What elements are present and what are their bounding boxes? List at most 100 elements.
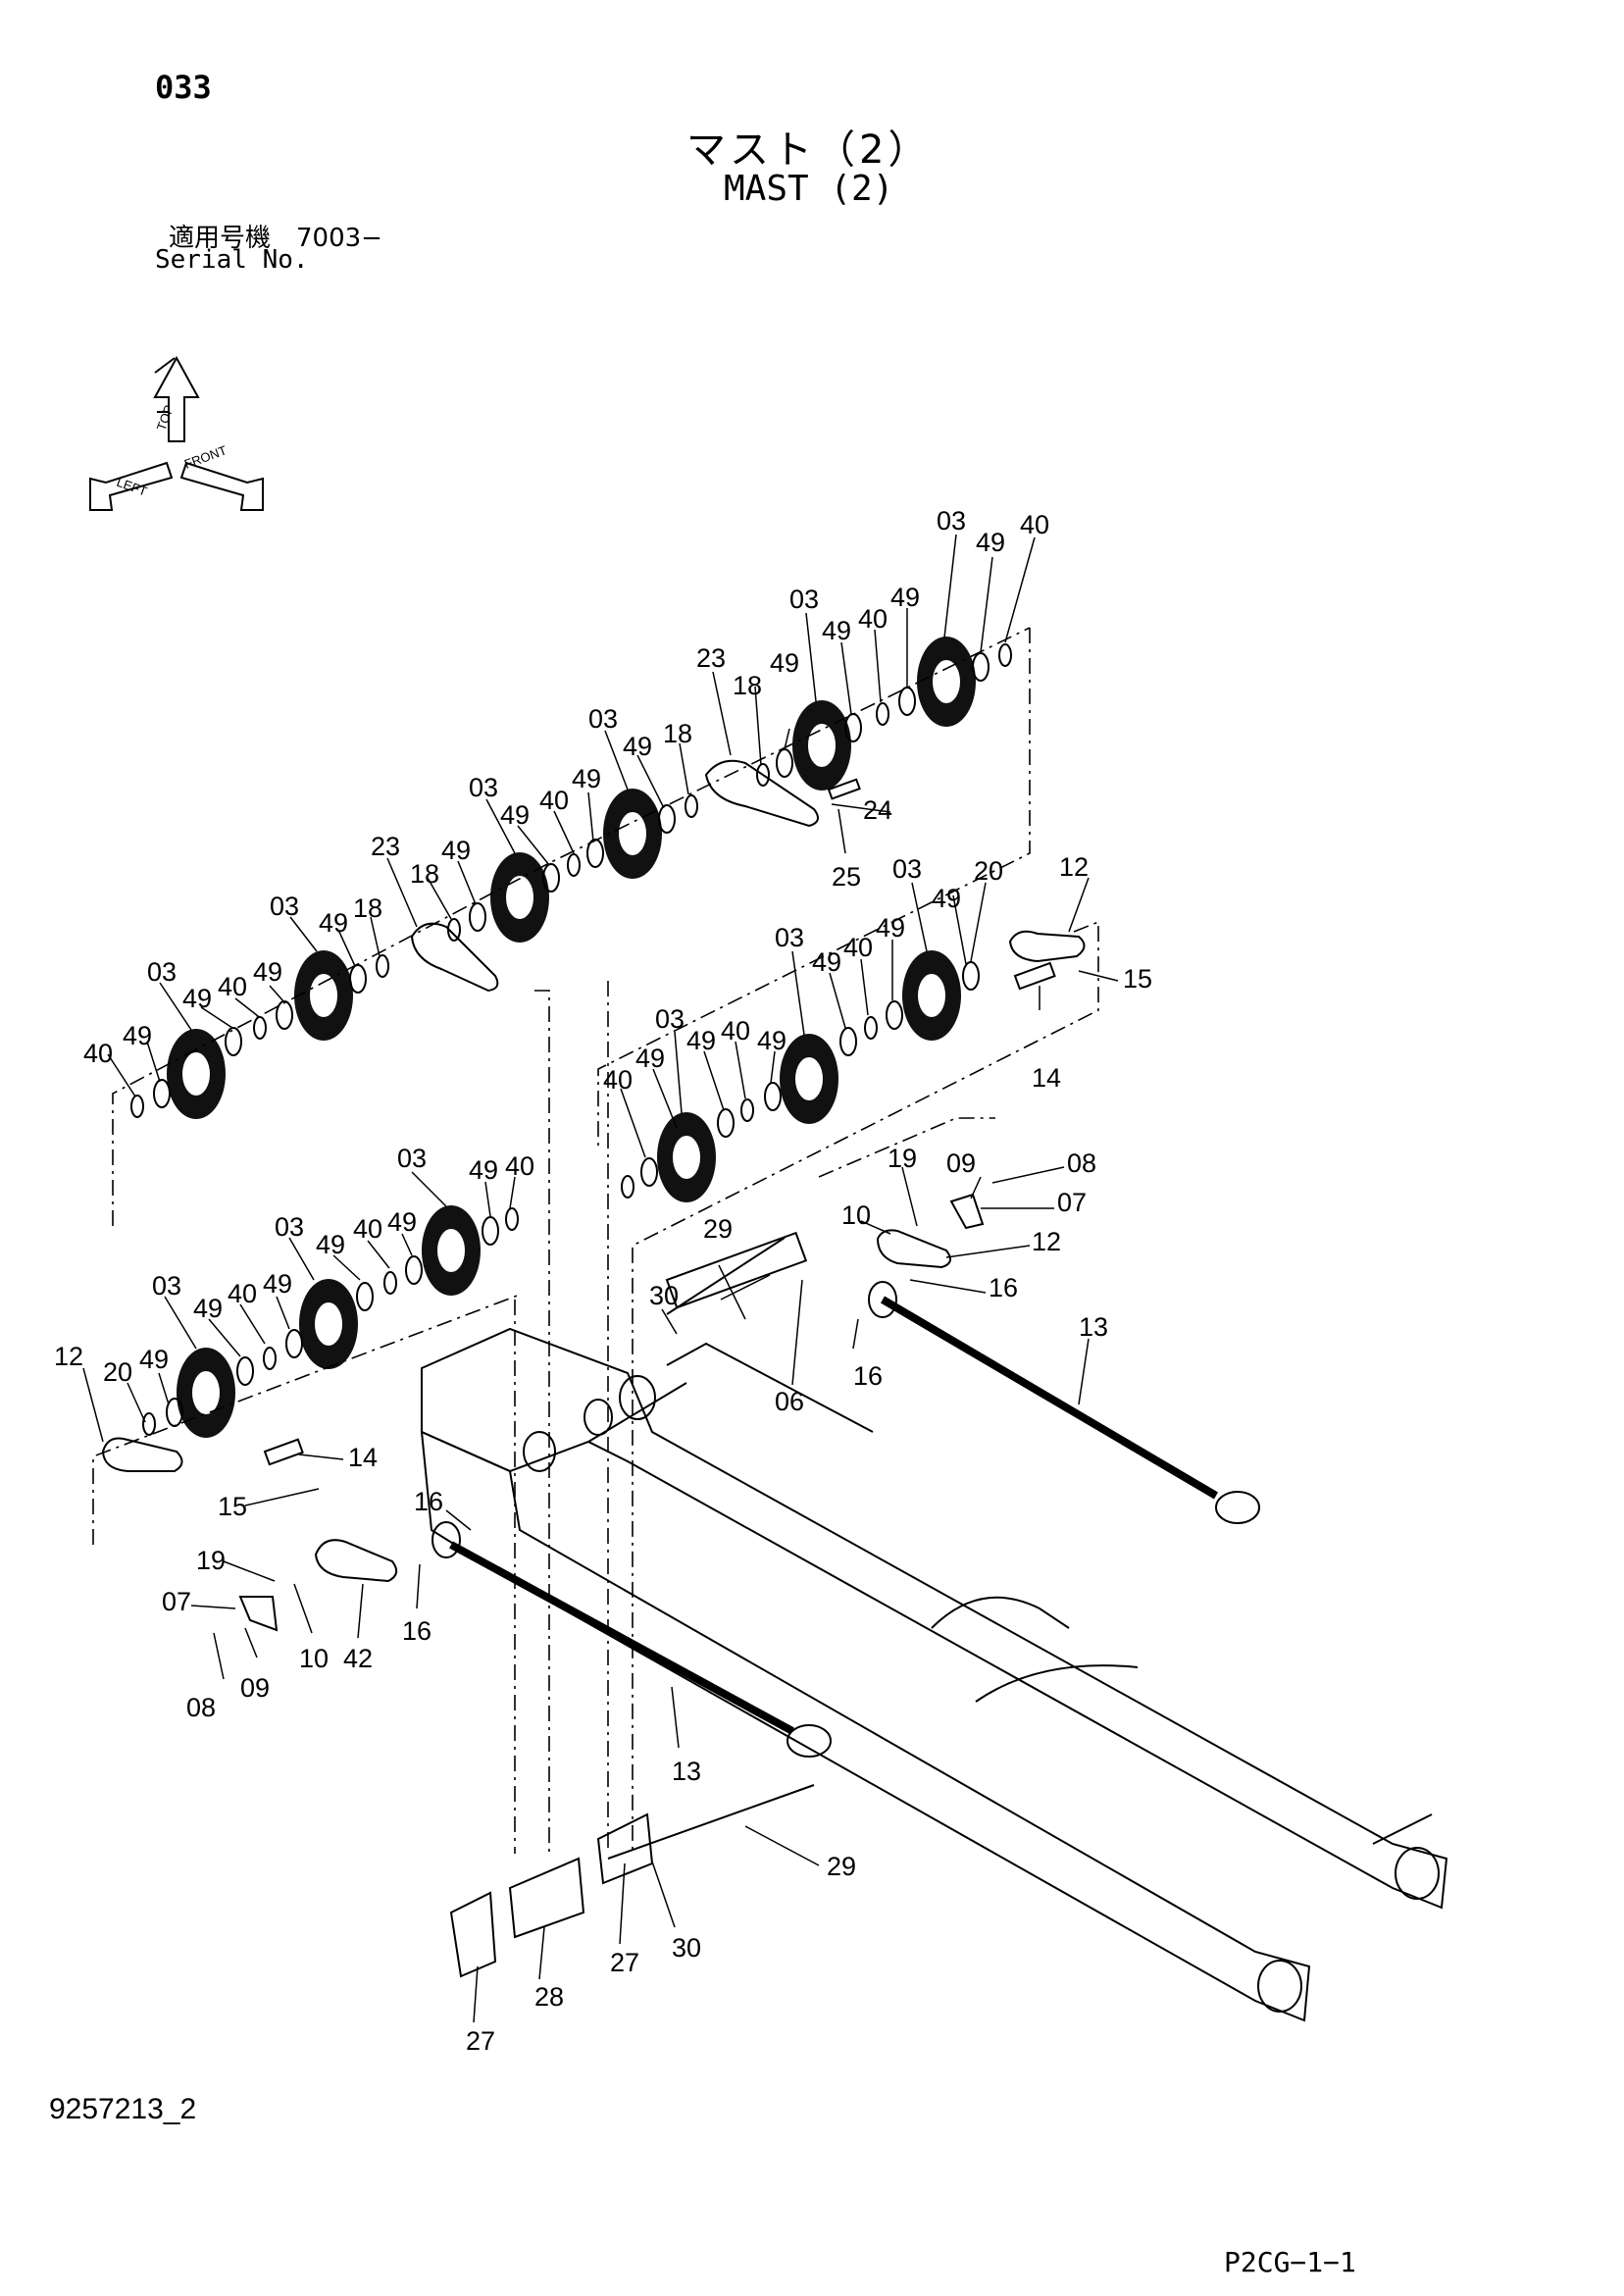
- part-label: 40: [83, 1039, 113, 1068]
- part-label: 27: [466, 2026, 495, 2056]
- part-label: 49: [123, 1021, 152, 1050]
- page-number: 033: [155, 69, 212, 106]
- direction-arrows-icon: [89, 355, 264, 511]
- part-label: 16: [414, 1487, 443, 1516]
- part-label: 03: [892, 854, 922, 884]
- part-label: 49: [263, 1269, 292, 1299]
- part-label: 49: [319, 908, 348, 938]
- part-label: 49: [572, 764, 601, 793]
- part-label: 08: [1067, 1148, 1096, 1178]
- part-label: 18: [353, 893, 382, 923]
- part-label: 49: [316, 1230, 345, 1259]
- part-label: 07: [162, 1587, 191, 1616]
- part-label: 03: [147, 957, 177, 987]
- part-label: 49: [469, 1155, 498, 1185]
- part-label: 49: [812, 947, 841, 977]
- part-label: 49: [890, 583, 920, 612]
- page-title-japanese: マスト（2）: [686, 128, 932, 173]
- mast-frame: [420, 1327, 1448, 2022]
- sheave-group-left: [142, 1205, 519, 1438]
- part-label: 07: [1057, 1188, 1087, 1217]
- part-label: 03: [937, 506, 966, 536]
- part-label: 49: [182, 984, 212, 1013]
- part-label: 13: [1079, 1312, 1108, 1342]
- part-label: 03: [789, 585, 819, 614]
- part-label: 12: [54, 1342, 83, 1371]
- part-label: 03: [270, 892, 299, 921]
- part-label: 09: [240, 1673, 270, 1703]
- part-label: 24: [863, 795, 892, 825]
- part-label: 15: [1123, 964, 1152, 994]
- part-label: 29: [827, 1852, 856, 1881]
- part-label: 49: [976, 528, 1005, 557]
- part-label: 19: [888, 1144, 917, 1173]
- part-label: 49: [822, 616, 851, 645]
- part-label: 15: [218, 1492, 247, 1521]
- part-label: 49: [770, 648, 799, 678]
- page-title: MAST (2): [724, 169, 894, 209]
- part-label: 14: [348, 1443, 378, 1472]
- part-label: 49: [387, 1207, 417, 1237]
- part-label: 28: [534, 1982, 564, 2012]
- page-code: P2CG−1−1: [1224, 2246, 1356, 2278]
- part-label: 40: [721, 1016, 750, 1046]
- part-label: 16: [402, 1616, 431, 1646]
- part-label: 03: [152, 1271, 181, 1301]
- serial-label: Serial No.: [155, 245, 309, 275]
- part-label: 03: [397, 1144, 427, 1173]
- direction-label-front: FRONT: [182, 442, 228, 471]
- part-label: 23: [696, 643, 726, 673]
- part-label: 25: [832, 862, 861, 892]
- part-label: 20: [974, 856, 1003, 886]
- part-label: 49: [253, 957, 282, 987]
- part-label: 18: [663, 719, 692, 748]
- direction-label-left: LEFT: [115, 475, 149, 499]
- leader-lines: [82, 534, 1119, 2023]
- part-label: 49: [686, 1026, 716, 1055]
- direction-arrows-labels: TOP LEFT FRONT: [115, 403, 228, 499]
- part-label: 40: [858, 604, 888, 634]
- part-labels: 03 49 40 03 49 40 49 23 18 49 03 49 18 2…: [54, 506, 1152, 2056]
- part-label: 49: [876, 913, 905, 943]
- part-label: 16: [853, 1361, 883, 1391]
- part-label: 08: [186, 1693, 216, 1722]
- part-label: 20: [103, 1357, 132, 1387]
- part-label: 03: [469, 773, 498, 802]
- part-label: 03: [655, 1004, 685, 1034]
- part-label: 49: [757, 1026, 787, 1055]
- part-label: 49: [500, 800, 530, 830]
- part-label: 03: [588, 704, 618, 734]
- part-label: 18: [733, 671, 762, 700]
- part-label: 42: [343, 1644, 373, 1673]
- part-label: 10: [841, 1200, 871, 1230]
- part-label: 12: [1032, 1227, 1061, 1256]
- part-label: 29: [703, 1214, 733, 1244]
- assembly-lines: [92, 627, 1099, 1854]
- serial-label-japanese: 適用号機 7003−: [169, 224, 382, 253]
- part-label: 14: [1032, 1063, 1061, 1093]
- part-label: 10: [299, 1644, 329, 1673]
- part-label: 49: [623, 732, 652, 761]
- part-label: 23: [371, 832, 400, 861]
- part-label: 40: [228, 1279, 257, 1308]
- part-label: 12: [1059, 852, 1089, 882]
- part-label: 40: [218, 972, 247, 1001]
- part-label: 18: [410, 859, 439, 889]
- sheave-group-upper-left: [130, 950, 389, 1119]
- part-label: 49: [193, 1294, 223, 1323]
- part-label: 49: [635, 1044, 665, 1073]
- part-label: 13: [672, 1757, 701, 1786]
- part-label: 09: [946, 1148, 976, 1178]
- drawing-number: 9257213_2: [49, 2093, 197, 2125]
- sheave-group-upper-middle: [447, 789, 698, 943]
- part-label: 03: [775, 923, 804, 952]
- part-label: 40: [353, 1214, 382, 1244]
- tie-rods: [431, 1281, 1260, 1758]
- pins: [263, 778, 1056, 1466]
- part-label: 40: [539, 786, 569, 815]
- sheave-group-right: [621, 950, 980, 1202]
- direction-label-top: TOP: [154, 403, 177, 433]
- part-label: 27: [610, 1948, 639, 1977]
- part-label: 03: [275, 1212, 304, 1242]
